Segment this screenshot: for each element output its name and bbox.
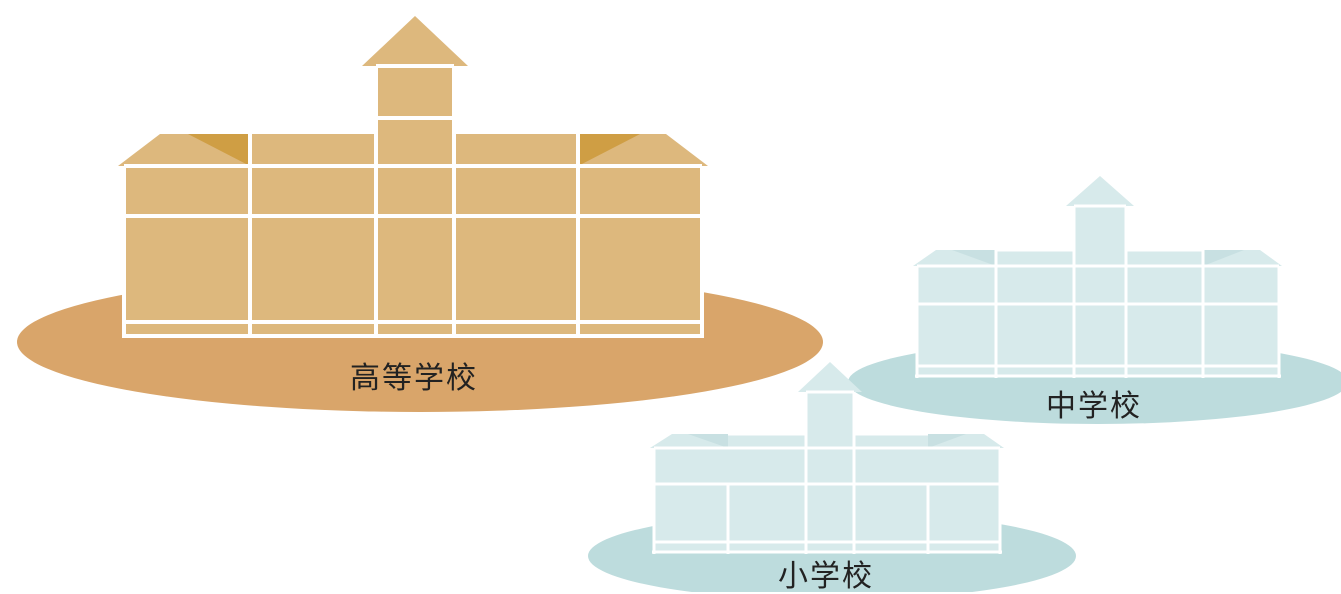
middle-school-label: 中学校	[1046, 389, 1142, 424]
high-school-building	[118, 16, 708, 338]
elementary-school-building	[650, 362, 1004, 554]
high-school-label: 高等学校	[350, 361, 478, 396]
middle-school-building	[913, 176, 1282, 378]
elementary-school-group	[588, 362, 1076, 592]
elementary-school-label: 小学校	[778, 559, 874, 594]
high-school-group	[17, 16, 823, 412]
middle-school-group	[848, 176, 1341, 424]
